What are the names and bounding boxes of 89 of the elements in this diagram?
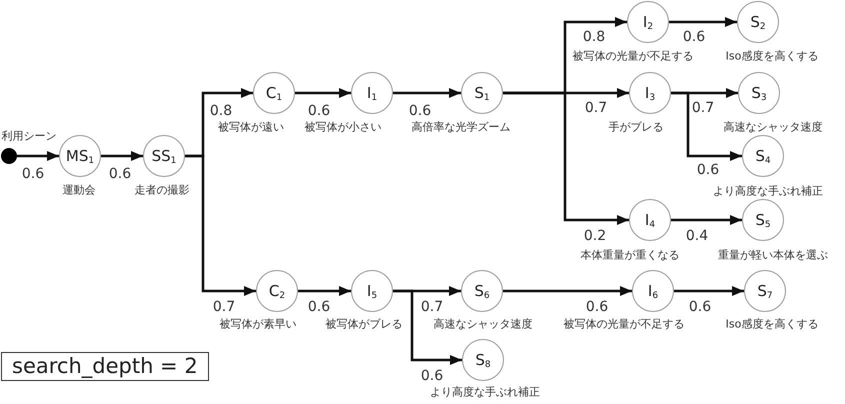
edge-label: 0.6 (688, 300, 712, 314)
node-caption: 高速なシャッタ速度 (724, 122, 822, 134)
edge-label: 0.6 (408, 104, 432, 118)
arrow (393, 290, 462, 365)
node-label: I$_{1}$ (366, 86, 378, 100)
node-caption: Iso感度を高くする (726, 50, 818, 64)
state-circle (737, 1, 779, 43)
node-caption: 走者の撮影 (134, 184, 190, 198)
edge-label: 0.7 (584, 101, 608, 115)
node-label: S$_{5}$ (755, 212, 771, 228)
arrow (669, 17, 737, 27)
node-label: S$_{2}$ (750, 14, 766, 30)
node-caption: 高倍率な光学ズーム (412, 122, 510, 134)
node-caption: 被写体の光量が不足する (564, 318, 684, 332)
node-label: S$_{4}$ (755, 148, 771, 164)
node-label: S$_{6}$ (474, 284, 490, 298)
state-circle (738, 72, 780, 114)
setting-text: search_depth = 2 (12, 354, 198, 380)
edge-label: 0.6 (306, 104, 332, 118)
state-circle (461, 270, 503, 312)
edge-label: 0.6 (108, 167, 132, 181)
node-label: S$_{8}$ (475, 352, 491, 368)
node-label: S$_{1}$ (474, 86, 490, 100)
edge-label: 0.8 (208, 104, 234, 118)
edge-label: 0.7 (420, 300, 444, 314)
state-circle (462, 339, 504, 381)
start-dot-icon (1, 148, 17, 164)
node-caption: 重量が軽い本体を選ぶ (718, 250, 828, 262)
node-label: I$_{2}$ (642, 14, 654, 30)
node-label: I$_{5}$ (366, 284, 378, 298)
node-caption: 被写体の光量が不足する (572, 50, 694, 64)
arrow (101, 151, 143, 161)
state-circle (744, 270, 786, 312)
node-label: I$_{4}$ (644, 212, 656, 228)
arrow (671, 92, 742, 161)
edge-label: 0.6 (306, 300, 332, 314)
setting-box (1, 352, 209, 382)
arrow (185, 154, 256, 296)
node-label: I$_{3}$ (644, 86, 656, 100)
arrow (298, 286, 351, 296)
edge-label: 0.8 (582, 30, 606, 44)
state-circle (629, 199, 671, 241)
edge-label: 0.4 (684, 229, 710, 243)
edge-label: 0.6 (682, 30, 706, 44)
node-label: I$_{6}$ (648, 284, 658, 298)
edge-label: 0.6 (584, 300, 610, 314)
node-caption: 手がブレる (608, 122, 664, 134)
state-circle (632, 270, 674, 312)
state-circle (351, 270, 393, 312)
state-circle (256, 270, 298, 312)
arrow (393, 88, 461, 98)
node-caption: 運動会 (62, 184, 96, 198)
node-caption: より高度な手ぶれ補正 (430, 386, 540, 400)
node-label: C$_{2}$ (268, 284, 286, 298)
node-caption: 被写体が遠い (218, 122, 284, 134)
node-caption: より高度な手ぶれ補正 (713, 186, 823, 198)
edge-label: 0.6 (20, 167, 46, 181)
state-circle (742, 135, 784, 177)
edge-label: 0.7 (690, 101, 716, 115)
node-caption: Iso感度を高くする (726, 318, 818, 332)
node-caption: 本体重量が重くなる (580, 250, 680, 262)
state-circle (627, 1, 669, 43)
arrow (671, 215, 742, 225)
state-circle (629, 72, 671, 114)
node-caption: 被写体がブレる (326, 318, 402, 332)
arrow (503, 286, 632, 296)
node-caption: 高速なシャッタ速度 (434, 318, 532, 332)
arrow (17, 151, 59, 161)
state-circle (59, 135, 101, 177)
edge-label: 0.7 (212, 300, 236, 314)
node-label: S$_{7}$ (757, 284, 773, 298)
state-circle (461, 72, 503, 114)
node-label: S$_{3}$ (751, 86, 767, 100)
node-label: MS$_{1}$ (66, 148, 94, 164)
state-circle (351, 72, 393, 114)
edge-label: 0.6 (696, 163, 720, 177)
node-label: SS$_{1}$ (152, 148, 176, 164)
state-circle (143, 135, 185, 177)
arrow (503, 92, 629, 225)
node-label: C$_{1}$ (266, 86, 282, 100)
edge-label: 0.2 (582, 229, 608, 243)
node-caption: 被写体が小さい (304, 122, 382, 134)
state-circle (742, 199, 784, 241)
arrow (295, 88, 351, 98)
state-circle (253, 72, 295, 114)
edge-label: 0.6 (420, 369, 444, 383)
node-caption: 利用シーン (2, 130, 56, 144)
node-caption: 被写体が素早い (220, 318, 296, 332)
arrow (674, 286, 744, 296)
